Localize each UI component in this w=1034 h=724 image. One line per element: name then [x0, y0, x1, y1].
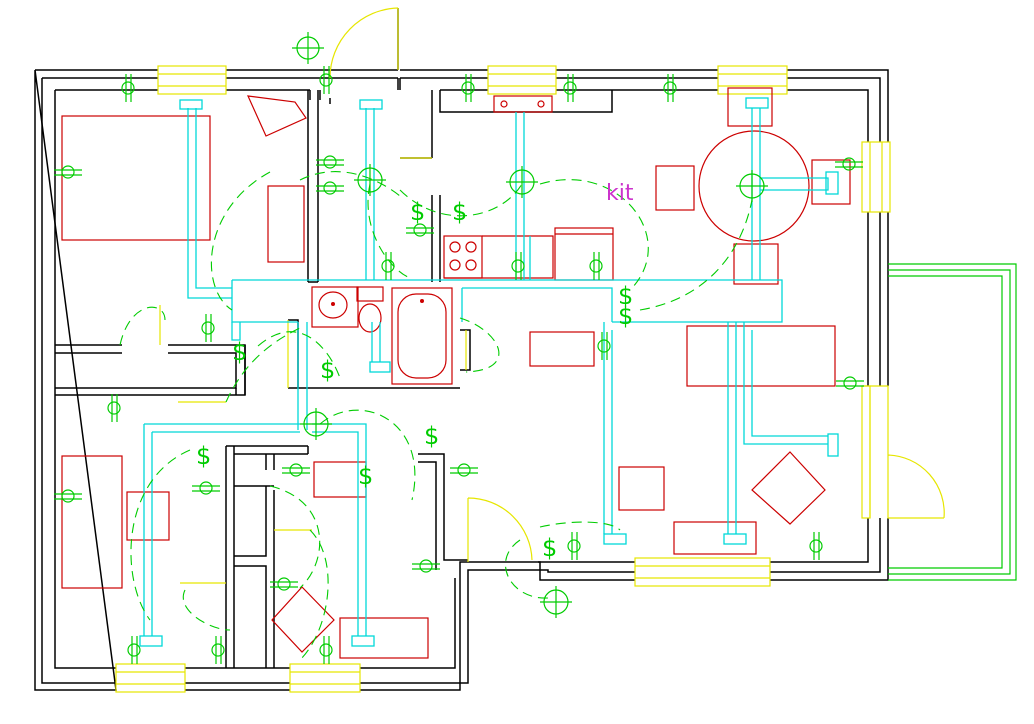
bath-vanity	[311, 286, 359, 328]
electrical-wiring	[119, 171, 753, 661]
bed-nw	[61, 115, 211, 241]
bed-sw	[61, 455, 123, 589]
light-fixture-icon	[354, 164, 386, 196]
window-ne	[717, 65, 788, 95]
window-sw-2	[289, 663, 361, 693]
window-nw	[157, 65, 227, 95]
door-entry-top	[329, 7, 399, 79]
dining-table	[698, 130, 810, 242]
light-fixture-icon	[540, 586, 572, 618]
door-east	[862, 385, 945, 519]
switch-icon: $	[452, 198, 467, 226]
outlet-icons	[54, 66, 864, 664]
light-fixture-icon	[736, 170, 768, 202]
switch-icon: $	[542, 534, 557, 562]
hvac-ducts	[139, 97, 839, 647]
side-table	[618, 466, 665, 511]
range-hood	[493, 95, 553, 113]
switch-icon: $	[410, 198, 425, 226]
door-south	[467, 497, 533, 562]
nightstand-sw	[126, 491, 170, 541]
light-fixture-icon	[292, 32, 324, 64]
light-fixture-icon	[506, 166, 538, 198]
interior-walls	[55, 8, 613, 668]
kitchen-chair-s	[733, 243, 779, 285]
window-south	[634, 557, 771, 587]
light-fixture-icon	[300, 408, 332, 440]
switch-icon: $	[618, 282, 633, 310]
switch-icon: $	[424, 422, 439, 450]
switch-icon: $	[196, 442, 211, 470]
fridge	[554, 227, 614, 281]
kitchen-chair-n	[727, 87, 773, 127]
windows-and-doors	[115, 7, 945, 693]
kitchen-chair-e	[811, 159, 851, 205]
toilet	[358, 303, 382, 333]
armchair	[751, 451, 826, 525]
stove	[443, 235, 483, 279]
chair-sw	[271, 586, 335, 653]
toilet-tank	[356, 286, 384, 302]
window-sw-1	[115, 663, 186, 693]
switch-icon: $	[618, 302, 633, 330]
switch-icon: $	[232, 338, 247, 366]
room-label-kitchen: kit	[606, 181, 634, 206]
dresser-nw	[267, 185, 305, 263]
electrical-devices: $ $ $ $ $ $ $ $ $ $	[54, 32, 864, 664]
switch-icon: $	[358, 462, 373, 490]
tv-stand	[673, 521, 757, 555]
window-east	[861, 141, 891, 213]
patio-deck	[888, 263, 1017, 581]
sofa	[686, 325, 836, 387]
window-n-kitchen	[487, 65, 557, 95]
nightstand-nw	[247, 95, 307, 137]
desk-sw	[339, 617, 429, 659]
furniture	[61, 87, 851, 659]
bathtub	[391, 287, 453, 385]
kitchen-chair	[655, 165, 695, 211]
console-table	[529, 331, 595, 367]
switch-icon: $	[320, 356, 335, 384]
